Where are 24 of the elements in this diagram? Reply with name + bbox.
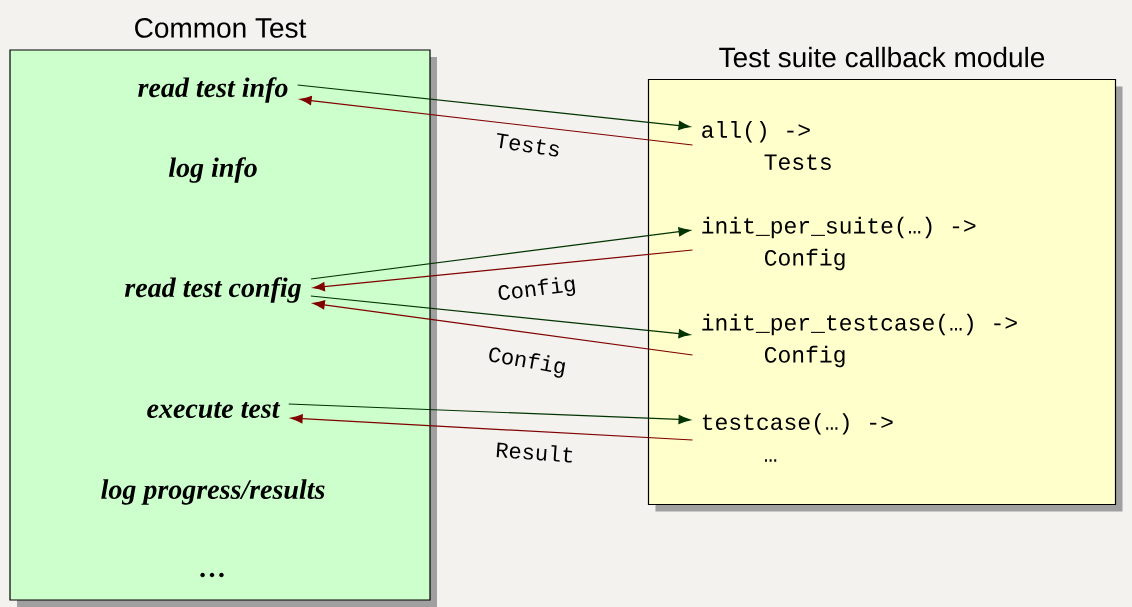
callback-code: init_per_testcase(…) -> Config	[702, 313, 1017, 368]
arrow	[312, 249, 694, 292]
edge-label: Config	[489, 347, 566, 378]
edge-label: Result	[496, 442, 572, 463]
step-text: …	[200, 572, 224, 578]
step-text: log progress/results	[101, 479, 325, 505]
arrow	[299, 96, 694, 146]
arrow	[297, 84, 691, 131]
callback-code: all() -> Tests	[702, 121, 831, 170]
arrow	[288, 403, 691, 425]
step-text: read test info	[138, 77, 288, 103]
edge-label: Config	[498, 277, 576, 300]
arrow	[310, 295, 691, 339]
arrow	[290, 414, 694, 441]
callback-code: testcase(…) -> …	[702, 413, 893, 462]
step-text: read test config	[124, 277, 301, 303]
step-text: log info	[168, 157, 257, 183]
callback-code: init_per_suite(…) -> Config	[702, 216, 976, 271]
step-text: execute test	[147, 401, 281, 419]
arrow	[310, 227, 691, 280]
node-label: Test suite callback module	[719, 46, 1045, 68]
arrow	[312, 300, 694, 356]
node-label: Common Test	[135, 18, 307, 38]
edge-label: Tests	[497, 132, 559, 157]
